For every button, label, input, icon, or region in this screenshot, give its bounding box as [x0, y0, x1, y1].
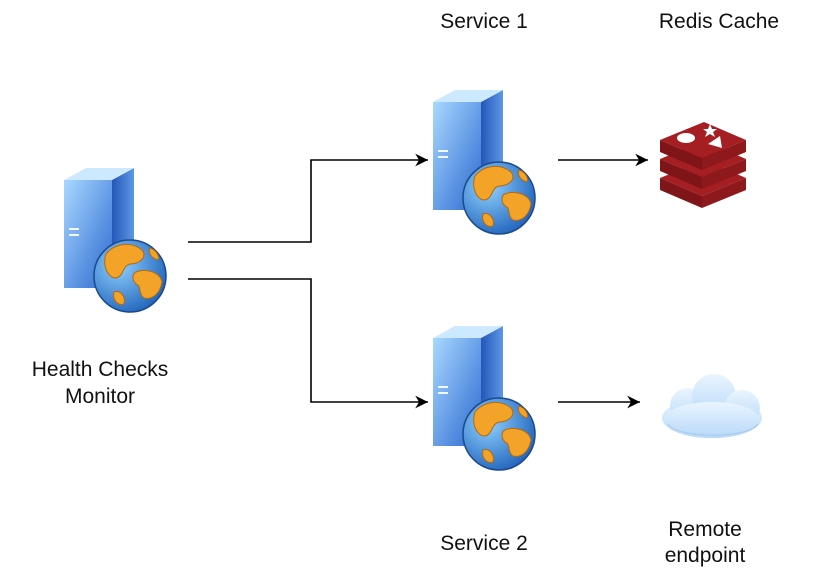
web-server-icon — [432, 325, 536, 471]
remote-endpoint-label-line2: endpoint — [665, 544, 746, 567]
remote-endpoint-node: Remote endpoint — [662, 374, 762, 567]
service-2-node: Service 2 — [432, 325, 536, 555]
service-1-node: Service 1 — [432, 10, 536, 235]
service-1-label: Service 1 — [440, 10, 528, 33]
monitor-label-line1: Health Checks — [32, 358, 169, 381]
web-server-icon — [63, 167, 167, 313]
redis-cache-node: Redis Cache — [659, 10, 779, 208]
health-checks-monitor-node: Health Checks Monitor — [32, 167, 169, 408]
service-2-label: Service 2 — [440, 532, 528, 555]
edge-monitor-service2 — [188, 278, 428, 409]
redis-cache-label: Redis Cache — [659, 10, 779, 33]
monitor-label-line2: Monitor — [65, 385, 135, 408]
redis-icon — [660, 122, 746, 208]
edge-monitor-service1 — [188, 153, 428, 243]
remote-endpoint-label-line1: Remote — [668, 518, 742, 541]
cloud-icon — [662, 374, 762, 438]
web-server-icon — [432, 89, 536, 235]
